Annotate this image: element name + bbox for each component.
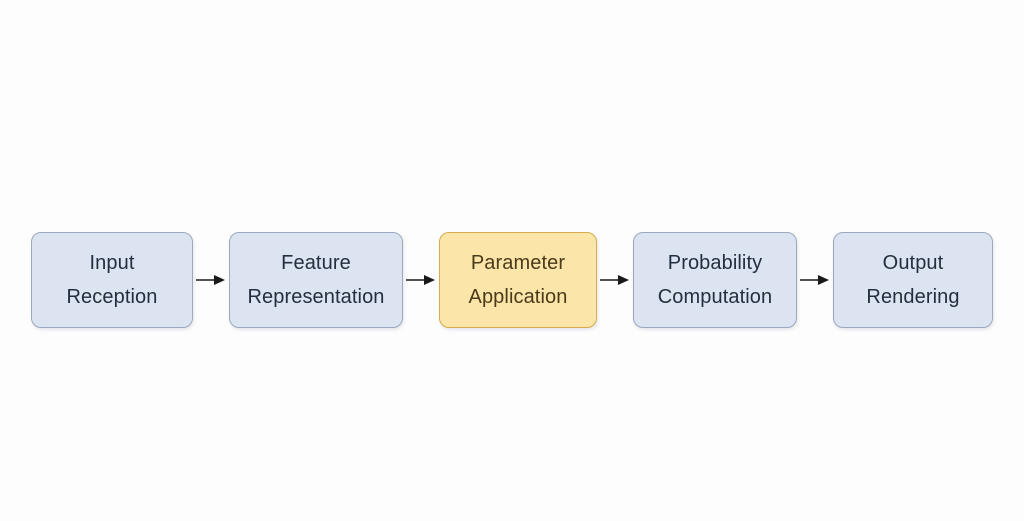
pipeline-flow: Input Reception Feature Representation <box>0 232 1024 328</box>
flow-arrow-3 <box>597 232 633 328</box>
arrow-right-icon <box>406 271 436 289</box>
flow-node-label-line2: Application <box>468 286 568 308</box>
arrow-right-icon <box>600 271 630 289</box>
flow-node-label-line1: Input <box>89 252 135 274</box>
flow-arrow-1 <box>193 232 229 328</box>
flow-node-label-line2: Rendering <box>866 286 960 308</box>
flow-node-label-line1: Feature <box>281 252 351 274</box>
arrow-right-icon <box>196 271 226 289</box>
flow-node-feature-representation[interactable]: Feature Representation <box>229 232 403 328</box>
arrow-right-icon <box>800 271 830 289</box>
flow-node-probability-computation[interactable]: Probability Computation <box>633 232 797 328</box>
flow-node-label-line1: Output <box>882 252 944 274</box>
flow-arrow-4 <box>797 232 833 328</box>
flow-node-label-line2: Computation <box>657 286 773 308</box>
flow-node-label-line1: Probability <box>667 252 763 274</box>
flow-arrow-2 <box>403 232 439 328</box>
flow-node-parameter-application[interactable]: Parameter Application <box>439 232 597 328</box>
flow-node-label-line2: Reception <box>66 286 158 308</box>
flow-node-label-line2: Representation <box>247 286 385 308</box>
flow-node-label-line1: Parameter <box>470 252 566 274</box>
flow-node-output-rendering[interactable]: Output Rendering <box>833 232 993 328</box>
flow-node-input-reception[interactable]: Input Reception <box>31 232 193 328</box>
